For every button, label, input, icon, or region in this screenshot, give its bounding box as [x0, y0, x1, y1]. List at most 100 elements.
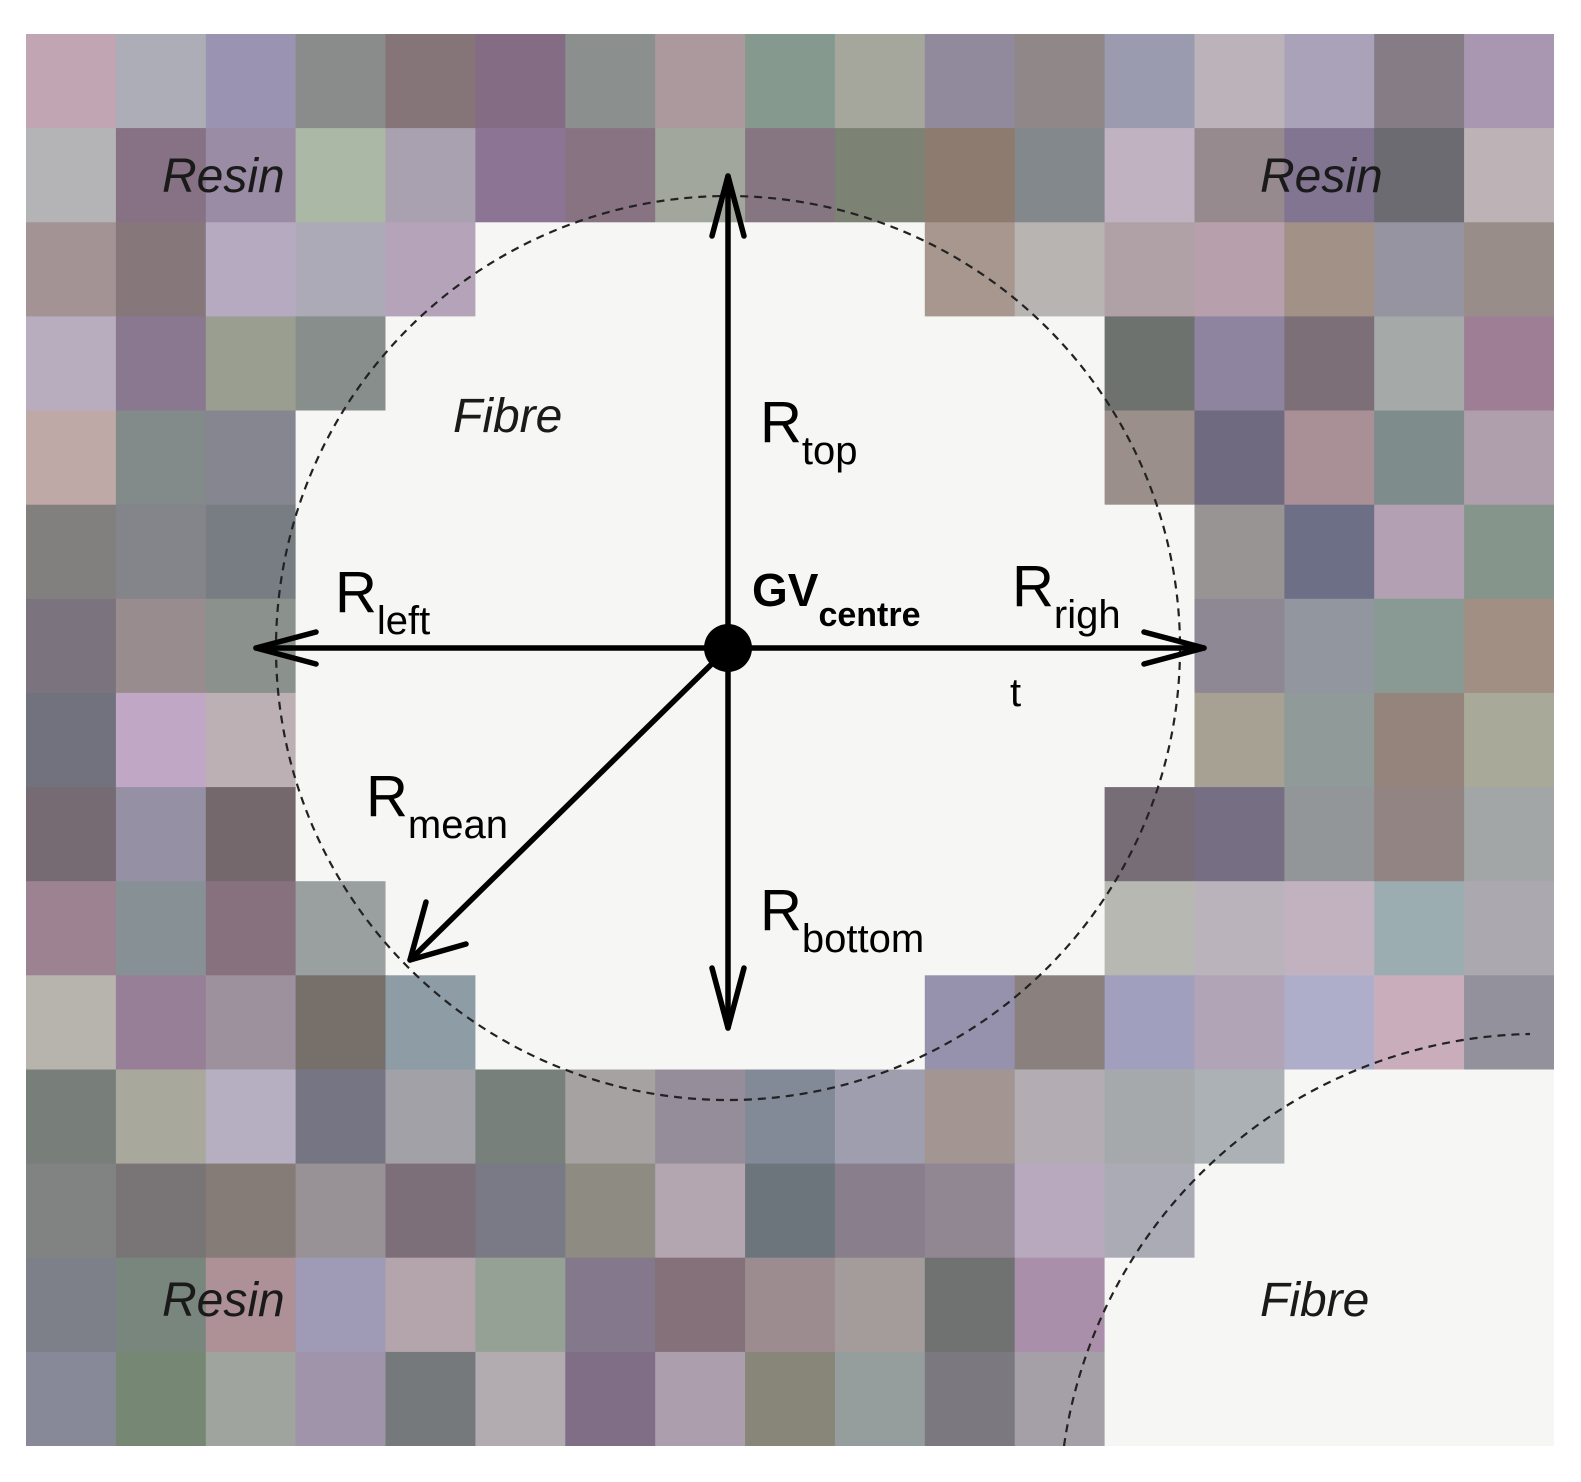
background-pixel [834, 504, 926, 600]
background-pixel [205, 1257, 297, 1353]
background-pixel [745, 692, 836, 788]
background-pixel [834, 316, 926, 412]
background-pixel [1374, 975, 1465, 1070]
background-pixel [1194, 410, 1285, 506]
background-pixel [115, 34, 207, 129]
background-pixel [475, 410, 566, 506]
background-pixel [26, 316, 117, 412]
background-pixel [745, 316, 836, 412]
background-pixel [924, 1069, 1016, 1165]
background-pixel [745, 222, 836, 317]
background-pixel [1194, 34, 1285, 129]
background-pixel [1284, 975, 1375, 1070]
background-pixel [1014, 1163, 1106, 1259]
background-pixel [1014, 316, 1106, 412]
background-pixel [745, 1257, 836, 1353]
background-pixel [475, 504, 566, 600]
background-pixel [26, 1069, 117, 1165]
background-pixel [1464, 692, 1554, 788]
background-pixel [1194, 787, 1285, 882]
background-pixel [26, 881, 117, 976]
background-pixel [1464, 222, 1554, 317]
background-pixel [115, 598, 207, 694]
background-pixel [655, 410, 746, 506]
background-pixel [1464, 1163, 1554, 1259]
r-top-symbol: R [760, 390, 802, 455]
background-pixel [745, 1163, 836, 1259]
background-pixel [924, 128, 1016, 223]
background-pixel [205, 128, 297, 223]
background-pixel [565, 1163, 656, 1259]
background-pixel [1284, 128, 1375, 223]
background-pixel [1104, 1069, 1196, 1165]
background-pixel [1284, 692, 1375, 788]
background-pixel [385, 316, 476, 412]
background-pixel [655, 128, 746, 223]
background-pixel [565, 504, 656, 600]
background-pixel [924, 316, 1016, 412]
greyscale-pixel-background [26, 34, 1554, 1446]
background-pixel [1194, 504, 1285, 600]
background-pixel [1194, 1351, 1285, 1446]
background-pixel [115, 1163, 207, 1259]
background-pixel [26, 787, 117, 882]
background-pixel [1464, 1351, 1554, 1446]
background-pixel [834, 34, 926, 129]
background-pixel [1374, 410, 1465, 506]
background-pixel [295, 692, 387, 788]
background-pixel [1374, 316, 1465, 412]
background-pixel [834, 1257, 926, 1353]
background-pixel [1104, 787, 1196, 882]
background-pixel [1284, 222, 1375, 317]
background-pixel [834, 881, 926, 976]
background-pixel [205, 222, 297, 317]
background-pixel [205, 881, 297, 976]
background-pixel [115, 1257, 207, 1353]
r-bottom-label: Rbottom [760, 878, 924, 961]
background-pixel [1284, 504, 1375, 600]
background-pixel [1464, 316, 1554, 412]
r-top-label: Rtop [760, 390, 858, 473]
background-pixel [475, 692, 566, 788]
background-pixel [1014, 1351, 1106, 1446]
background-pixel [475, 222, 566, 317]
background-pixel [385, 1351, 476, 1446]
background-pixel [295, 1351, 387, 1446]
background-pixel [1014, 504, 1106, 600]
background-pixel [115, 1351, 207, 1446]
background-pixel [385, 975, 476, 1070]
background-pixel [1014, 975, 1106, 1070]
background-pixel [26, 34, 117, 129]
background-pixel [295, 128, 387, 223]
background-pixel [205, 692, 297, 788]
background-pixel [655, 1163, 746, 1259]
r-right-subscript: righ [1054, 593, 1121, 637]
background-pixel [1194, 1163, 1285, 1259]
background-pixel [295, 1257, 387, 1353]
background-pixel [1194, 222, 1285, 317]
background-pixel [745, 1351, 836, 1446]
background-pixel [385, 1069, 476, 1165]
background-pixel [205, 316, 297, 412]
background-pixel [115, 881, 207, 976]
background-pixel [1194, 975, 1285, 1070]
background-pixel [1464, 34, 1554, 129]
background-pixel [655, 316, 746, 412]
background-pixel [1014, 410, 1106, 506]
background-pixel [655, 504, 746, 600]
background-pixel [1284, 881, 1375, 976]
background-pixel [1014, 128, 1106, 223]
background-pixel [385, 34, 476, 129]
background-pixel [834, 975, 926, 1070]
background-pixel [26, 598, 117, 694]
background-pixel [115, 128, 207, 223]
background-pixel [26, 222, 117, 317]
background-pixel [1374, 692, 1465, 788]
background-pixel [1374, 222, 1465, 317]
r-left-symbol: R [335, 560, 377, 625]
background-pixel [924, 881, 1016, 976]
background-pixel [385, 881, 476, 976]
background-pixel [1464, 410, 1554, 506]
background-pixel [745, 504, 836, 600]
